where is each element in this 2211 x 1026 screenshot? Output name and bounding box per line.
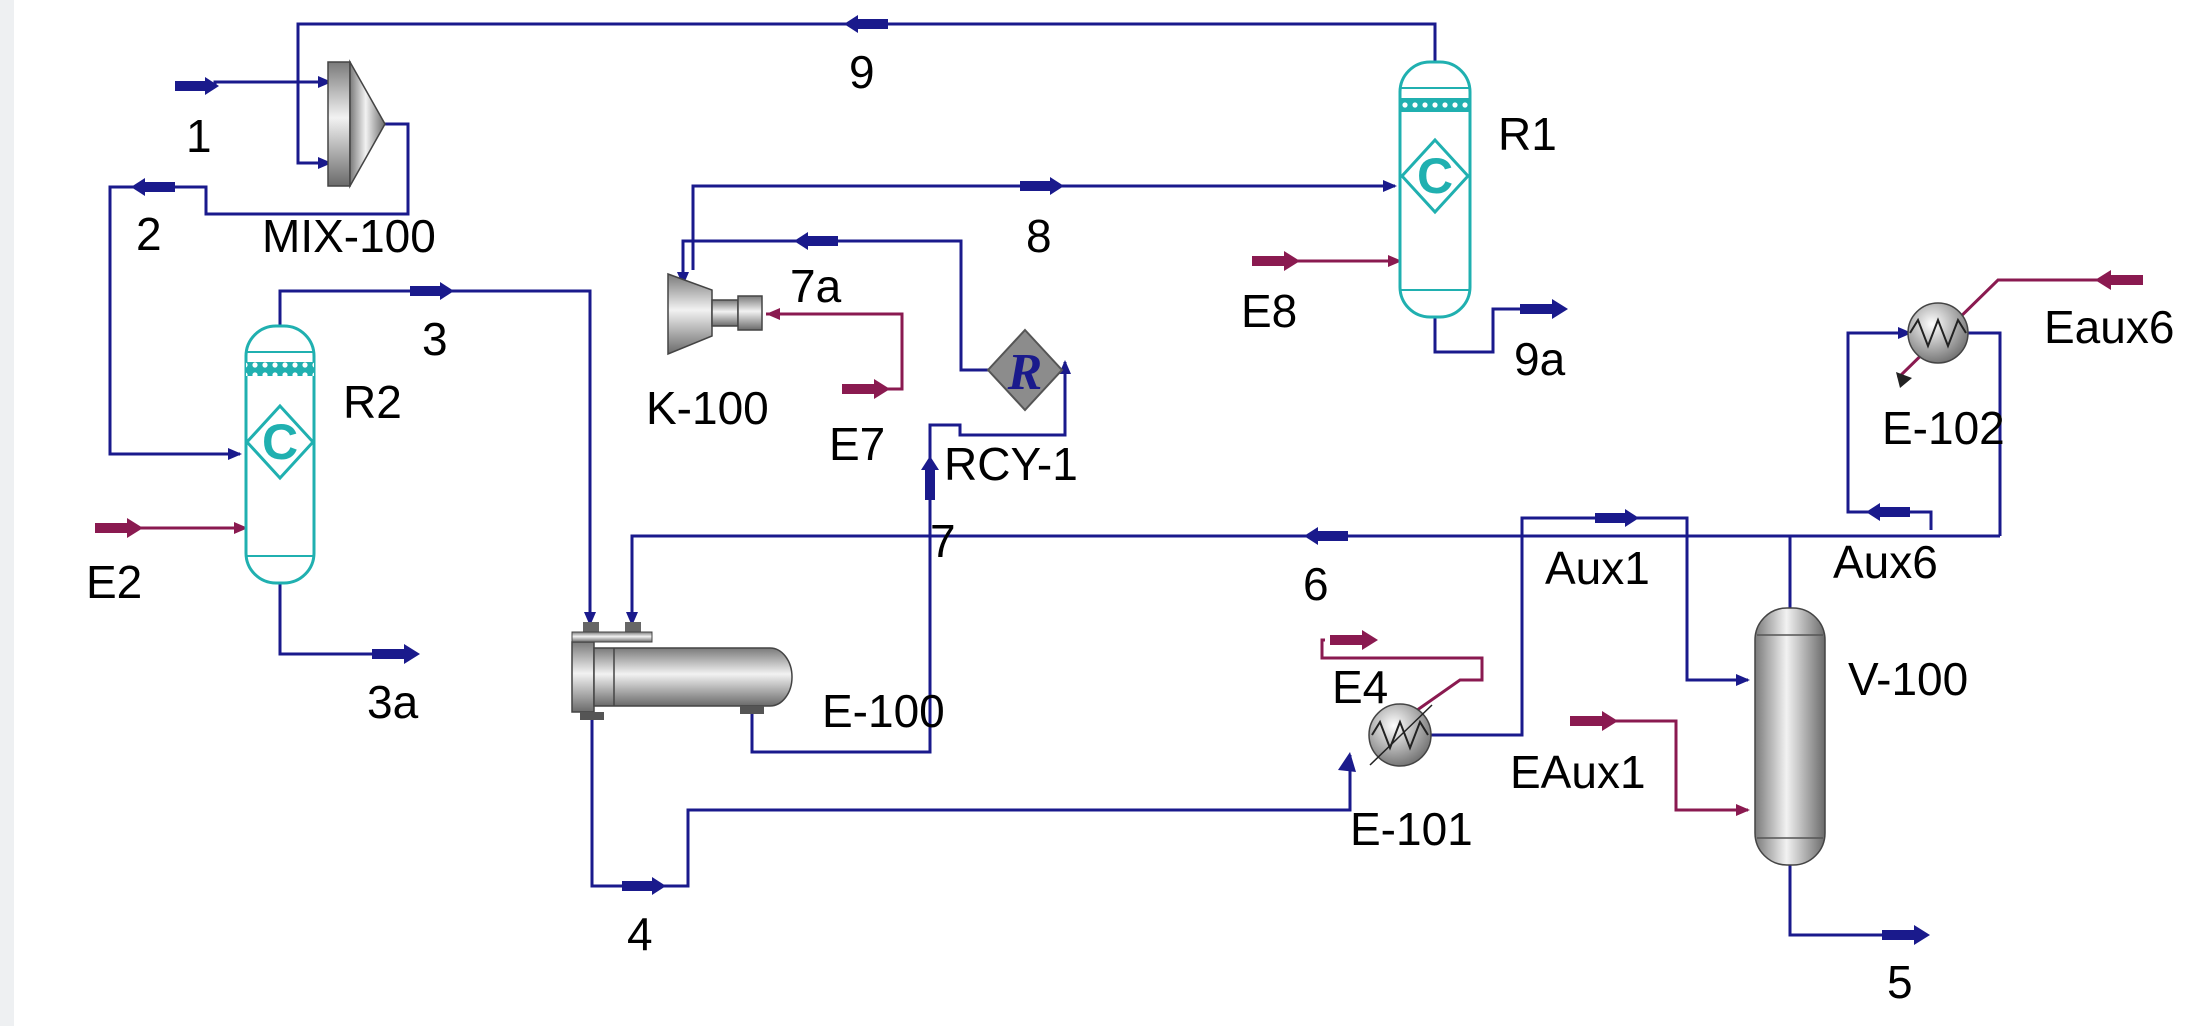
recycle-icon[interactable]: R bbox=[986, 328, 1064, 412]
stream-1-line[interactable] bbox=[213, 80, 328, 86]
stream-2-line[interactable] bbox=[108, 122, 410, 456]
left-margin-strip bbox=[0, 0, 14, 1026]
stream-label-5[interactable]: 5 bbox=[1887, 956, 1913, 1008]
stream-label-6[interactable]: 6 bbox=[1303, 558, 1329, 610]
stream-label-1[interactable]: 1 bbox=[186, 110, 212, 162]
stream-label-7[interactable]: 7 bbox=[930, 515, 956, 567]
stream-aux6-line[interactable] bbox=[1846, 331, 1933, 530]
stream-label-3[interactable]: 3 bbox=[422, 313, 448, 365]
energy-label-e4[interactable]: E4 bbox=[1332, 661, 1388, 713]
cooler-icon[interactable] bbox=[1896, 302, 1969, 388]
energy-label-e2[interactable]: E2 bbox=[86, 556, 142, 608]
unit-labels: MIX-100 R1 R2 K-100 RCY-1 E-100 E-101 E-… bbox=[262, 108, 2005, 855]
stream-label-3a[interactable]: 3a bbox=[367, 676, 419, 728]
unit-label-e101[interactable]: E-101 bbox=[1350, 803, 1473, 855]
reactor-column-icon[interactable]: C bbox=[1398, 60, 1472, 319]
unit-label-mix100[interactable]: MIX-100 bbox=[262, 210, 436, 262]
stream-arrow-icon bbox=[372, 299, 1930, 945]
stream-label-9a[interactable]: 9a bbox=[1514, 333, 1566, 385]
unit-label-r1[interactable]: R1 bbox=[1498, 108, 1557, 160]
stream-7a-line[interactable] bbox=[681, 239, 990, 372]
shell-tube-exchanger-icon[interactable] bbox=[571, 622, 793, 720]
stream-label-aux6[interactable]: Aux6 bbox=[1833, 536, 1938, 588]
recycle-glyph: R bbox=[1007, 344, 1043, 401]
stream-label-4[interactable]: 4 bbox=[627, 908, 653, 960]
column-glyph: C bbox=[1417, 148, 1453, 204]
stream-arrows bbox=[95, 15, 2143, 945]
unit-label-e102[interactable]: E-102 bbox=[1882, 402, 2005, 454]
stream-label-9[interactable]: 9 bbox=[849, 46, 875, 98]
stream-e102-out-line[interactable] bbox=[1968, 331, 2002, 536]
energy-label-eaux6[interactable]: Eaux6 bbox=[2044, 301, 2174, 353]
stream-9-line[interactable] bbox=[296, 22, 1437, 165]
mixer-icon[interactable] bbox=[327, 59, 386, 189]
energy-label-e7[interactable]: E7 bbox=[829, 418, 885, 470]
stream-label-aux1[interactable]: Aux1 bbox=[1545, 542, 1650, 594]
unit-label-e100[interactable]: E-100 bbox=[822, 685, 945, 737]
unit-label-k100[interactable]: K-100 bbox=[646, 382, 769, 434]
unit-label-rcy1[interactable]: RCY-1 bbox=[944, 438, 1078, 490]
stream-7-line[interactable] bbox=[750, 362, 1067, 754]
reactor-column-icon[interactable]: C bbox=[244, 324, 316, 585]
column-glyph: C bbox=[262, 414, 298, 470]
compressor-icon[interactable] bbox=[667, 272, 763, 356]
stream-9a-line[interactable] bbox=[1433, 307, 1550, 354]
heater-icon[interactable] bbox=[1368, 703, 1433, 767]
stream-arrow-icon bbox=[95, 251, 2143, 816]
energy-stream-labels: E2 E4 E7 E8 EAux1 Eaux6 bbox=[86, 285, 2174, 798]
energy-label-e8[interactable]: E8 bbox=[1241, 285, 1297, 337]
stream-label-2[interactable]: 2 bbox=[136, 208, 162, 260]
energy-eaux1-line[interactable] bbox=[1570, 719, 1748, 812]
separator-vessel-icon[interactable] bbox=[1754, 607, 1826, 866]
stream-4-line[interactable] bbox=[590, 712, 1352, 888]
stream-5-line[interactable] bbox=[1788, 865, 1920, 937]
energy-e7-line[interactable] bbox=[766, 312, 904, 391]
energy-e4-line[interactable] bbox=[1320, 638, 1484, 722]
stream-label-7a[interactable]: 7a bbox=[790, 260, 842, 312]
stream-arrow-icon bbox=[131, 15, 1912, 895]
stream-labels: 1 2 3 3a 4 5 6 7 7a 8 9 9a Aux1 Aux6 bbox=[136, 46, 1938, 1008]
stream-label-8[interactable]: 8 bbox=[1026, 210, 1052, 262]
stream-3a-line[interactable] bbox=[278, 583, 395, 656]
unit-label-r2[interactable]: R2 bbox=[343, 376, 402, 428]
stream-6-line[interactable] bbox=[630, 534, 2000, 622]
energy-label-eaux1[interactable]: EAux1 bbox=[1510, 746, 1646, 798]
unit-label-v100[interactable]: V-100 bbox=[1848, 653, 1968, 705]
